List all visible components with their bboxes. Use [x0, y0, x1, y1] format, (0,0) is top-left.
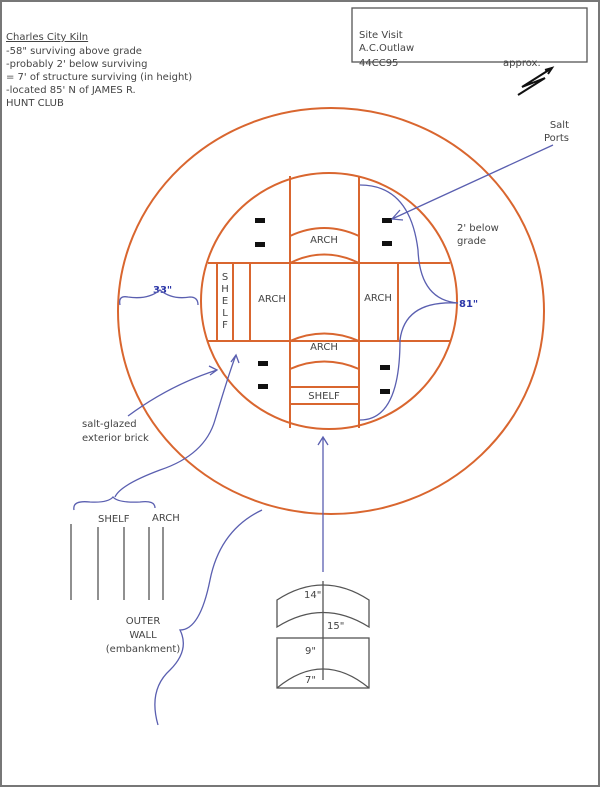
dimension-81: 81"	[459, 299, 478, 310]
dimension-33: 33"	[153, 285, 172, 296]
label-arch-left: ARCH	[258, 294, 286, 305]
north-note: approx.	[503, 58, 541, 69]
arch-section-detail	[276, 581, 370, 689]
north-arrow-icon	[517, 66, 555, 96]
label-outer-wall: WALL	[129, 630, 157, 641]
svg-text:E: E	[222, 296, 228, 307]
title-author: A.C.Outlaw	[359, 43, 414, 54]
salt-port-marks	[255, 218, 392, 394]
inner-kiln-circle	[200, 172, 458, 430]
salt-glazed-arrow	[127, 365, 219, 417]
dimension-7: 7"	[305, 675, 316, 686]
kiln-floor-plan	[200, 172, 458, 430]
site-number: 44CC95	[359, 58, 398, 69]
dimension-81-brace	[359, 184, 459, 421]
arch-detail-arrow	[317, 435, 329, 572]
note-line: HUNT CLUB	[6, 98, 64, 109]
note-line: -58" surviving above grade	[6, 46, 142, 57]
label-outer-wall: OUTER	[126, 616, 161, 627]
section-brace	[73, 495, 156, 511]
wall-section-lines	[70, 524, 164, 600]
outer-wall-leader	[154, 509, 263, 726]
label-section-shelf: SHELF	[98, 514, 130, 525]
dimension-33-brace	[119, 289, 199, 306]
dimension-14: 14"	[304, 590, 321, 601]
label-salt-glazed: salt-glazed	[82, 419, 137, 430]
label-arch-right: ARCH	[364, 293, 392, 304]
label-shelf-bottom: SHELF	[308, 391, 340, 402]
note-line: -located 85' N of JAMES R.	[6, 85, 136, 96]
dimension-9: 9"	[305, 646, 316, 657]
svg-text:F: F	[222, 320, 228, 331]
section-to-kiln-arrow	[114, 353, 240, 498]
notes-title: Charles City Kiln	[6, 32, 88, 43]
label-arch-top: ARCH	[310, 235, 338, 246]
label-salt-glazed: exterior brick	[82, 433, 149, 444]
label-section-arch: ARCH	[152, 513, 180, 524]
note-line: -probably 2' below surviving	[6, 59, 147, 70]
label-outer-wall: (embankment)	[106, 644, 181, 655]
label-arch-bottom: ARCH	[310, 342, 338, 353]
svg-text:L: L	[222, 308, 228, 319]
salt-ports-arrow	[390, 144, 554, 221]
label-salt-ports: Salt	[550, 120, 569, 131]
outer-wall-circle	[117, 107, 545, 515]
label-below-grade: grade	[457, 236, 486, 247]
label-shelf-left: S H E L F	[221, 272, 229, 331]
note-line: = 7' of structure surviving (in height)	[6, 72, 192, 83]
dimension-15: 15"	[327, 621, 344, 632]
svg-text:H: H	[221, 284, 229, 295]
label-salt-ports: Ports	[544, 133, 569, 144]
label-below-grade: 2' below	[457, 223, 499, 234]
title-site-visit: Site Visit	[359, 30, 403, 41]
svg-text:S: S	[222, 272, 228, 283]
title-box	[351, 7, 588, 63]
